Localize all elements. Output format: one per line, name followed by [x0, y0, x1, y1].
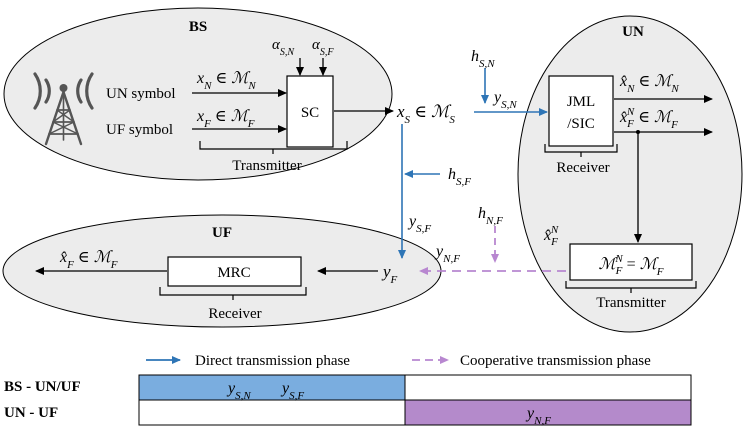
uf-symbol-label: UF symbol [106, 122, 173, 138]
legend-direct-label: Direct transmission phase [195, 353, 350, 369]
y-sn-label: yS,N [492, 89, 517, 111]
sc-label: SC [301, 105, 319, 121]
bs-title: BS [189, 19, 207, 35]
legend-cooperative-label: Cooperative transmission phase [460, 353, 651, 369]
un-mapping-label: ℳFN = ℳF [598, 253, 663, 278]
timeline-row1-label: BS - UN/UF [4, 379, 81, 395]
sic-label: /SIC [567, 116, 595, 132]
uf-receiver-label: Receiver [208, 306, 261, 322]
timeline-row2-coop-cell [404, 399, 692, 426]
y-sf-label: yS,F [407, 213, 431, 235]
un-transmitter-label: Transmitter [596, 295, 665, 311]
un-receiver-label: Receiver [556, 160, 609, 176]
bs-transmitter-label: Transmitter [232, 158, 301, 174]
un-region [517, 15, 743, 333]
h-sf-label: hS,F [448, 166, 471, 188]
jml-sic-box [548, 75, 614, 147]
h-nf-label: hN,F [478, 205, 503, 227]
un-mapping-box [569, 243, 693, 281]
un-symbol-label: UN symbol [106, 86, 176, 102]
timeline-row2-label: UN - UF [4, 405, 58, 421]
xhat-fn-relay-label: x̂FN [543, 224, 559, 248]
jml-label: JML [567, 94, 595, 110]
un-title: UN [622, 24, 644, 40]
mrc-label: MRC [217, 265, 250, 281]
timeline-row1-empty-cell [404, 374, 692, 401]
sc-box [286, 75, 334, 148]
timeline-row2-empty-cell [138, 399, 406, 426]
antenna-tower-icon [33, 72, 94, 146]
uf-title: UF [212, 225, 232, 241]
xs-label: xS ∈ ℳS [396, 102, 455, 126]
mrc-box [167, 256, 302, 287]
timeline-row1-direct-cell [138, 374, 406, 401]
h-sn-label: hS,N [471, 48, 495, 70]
